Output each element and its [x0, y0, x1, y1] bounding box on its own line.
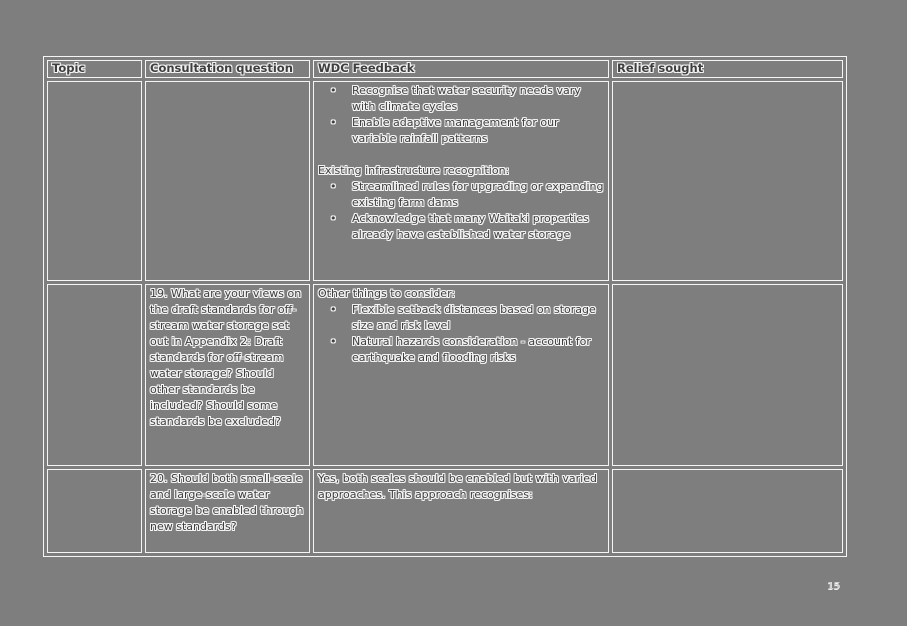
bullet-icon: • — [330, 116, 337, 129]
feedback-subheading: Existing infrastructure recognition: — [318, 164, 510, 177]
row2-topic-cell — [47, 284, 142, 466]
row2-feedback-cell: Other things to consider: • Flexible set… — [313, 284, 609, 466]
list-item: • Enable adaptive management for our var… — [318, 115, 604, 147]
bullet-icon: • — [330, 335, 337, 348]
row3-topic-cell — [47, 469, 142, 553]
bullet-text: Enable adaptive management for our varia… — [352, 116, 559, 145]
row1-feedback-cell: • Recognise that water security needs va… — [313, 81, 609, 281]
bullet-text: Streamlined rules for upgrading or expan… — [352, 180, 604, 209]
column-header-topic: Topic — [47, 60, 142, 78]
row1-question-cell — [145, 81, 310, 281]
bullet-icon: • — [330, 180, 337, 193]
list-item: • Natural hazards consideration - accoun… — [318, 334, 604, 366]
question-text: 20. Should both small-scale and large-sc… — [150, 472, 304, 533]
column-header-consultation-question: Consultation question — [145, 60, 310, 78]
feedback-bullet-list: • Streamlined rules for upgrading or exp… — [318, 179, 604, 243]
feedback-bullet-list: • Recognise that water security needs va… — [318, 83, 604, 147]
feedback-bullet-list: • Flexible setback distances based on st… — [318, 302, 604, 366]
bullet-text: Flexible setback distances based on stor… — [352, 303, 596, 332]
list-item: • Streamlined rules for upgrading or exp… — [318, 179, 604, 211]
row1-relief-cell — [612, 81, 843, 281]
bullet-text: Recognise that water security needs vary… — [352, 84, 581, 113]
row1-topic-cell — [47, 81, 142, 281]
list-item: • Recognise that water security needs va… — [318, 83, 604, 115]
consultation-feedback-table: Topic Consultation question WDC Feedback… — [43, 56, 847, 557]
feedback-text: Yes, both scales should be enabled but w… — [318, 472, 597, 501]
row3-question-cell: 20. Should both small-scale and large-sc… — [145, 469, 310, 553]
row3-relief-cell — [612, 469, 843, 553]
bullet-text: Natural hazards consideration - account … — [352, 335, 591, 364]
bullet-icon: • — [330, 303, 337, 316]
feedback-subheading: Other things to consider: — [318, 287, 456, 300]
question-text: 19. What are your views on the draft sta… — [150, 287, 302, 428]
list-item: • Flexible setback distances based on st… — [318, 302, 604, 334]
row3-feedback-cell: Yes, both scales should be enabled but w… — [313, 469, 609, 553]
column-header-relief-sought: Relief sought — [612, 60, 843, 78]
bullet-text: Acknowledge that many Waitaki properties… — [352, 212, 589, 241]
page-number: 15 — [827, 581, 840, 592]
row2-question-cell: 19. What are your views on the draft sta… — [145, 284, 310, 466]
list-item: • Acknowledge that many Waitaki properti… — [318, 211, 604, 243]
bullet-icon: • — [330, 84, 337, 97]
column-header-wdc-feedback: WDC Feedback — [313, 60, 609, 78]
row2-relief-cell — [612, 284, 843, 466]
bullet-icon: • — [330, 212, 337, 225]
